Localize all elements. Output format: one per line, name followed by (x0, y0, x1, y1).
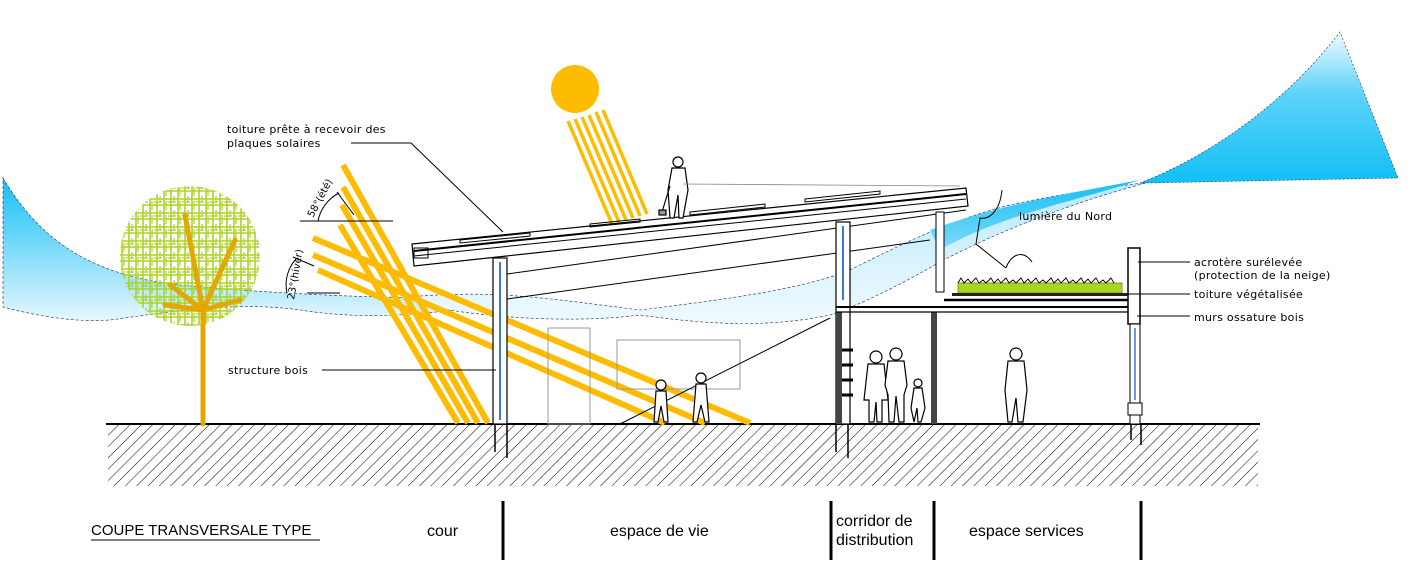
zone-corridor-line2: distribution (836, 532, 913, 549)
tree-trunk-branches (162, 212, 243, 427)
people (653, 156, 1028, 423)
building-section (411, 187, 1143, 458)
raised-parapet (1127, 247, 1141, 325)
ground (106, 423, 1260, 486)
airflow-north-band (930, 180, 1140, 250)
roof-solar-label-line2: plaques solaires (227, 137, 321, 150)
solar-panels (459, 190, 881, 244)
corridor-shelves (842, 348, 853, 397)
person-services (1004, 347, 1028, 423)
corridor-wall-left (836, 312, 842, 424)
airflow-right-peak (1139, 31, 1399, 184)
zone-cour: cour (427, 523, 459, 540)
zone-corridor-line1: corridor de (836, 513, 913, 530)
north-light-arrows (975, 189, 1033, 269)
winter-sun-rays (311, 235, 752, 426)
zone-legend: COUPE TRANSVERSALE TYPE cour espace de v… (91, 501, 1143, 560)
zone-services-space: espace services (969, 523, 1084, 540)
interior-window (616, 339, 741, 390)
structure-label: structure bois (228, 364, 308, 377)
person-woman (863, 350, 889, 423)
walls-label: murs ossature bois (1194, 311, 1304, 324)
interior-door (547, 327, 591, 425)
sun-disc (551, 65, 599, 113)
sun-rays-vertical (566, 109, 649, 225)
person-child-3 (910, 378, 926, 423)
corridor-wall-right (931, 312, 937, 424)
person-man (884, 347, 908, 423)
sun (551, 65, 649, 225)
roof-solar-label-line1: toiture prête à recevoir des (227, 123, 386, 136)
green-roof-label: toiture végétalisée (1194, 288, 1303, 301)
green-roof (952, 277, 1128, 296)
parapet-label-line1: acrotère surélevée (1194, 256, 1302, 269)
leader-lines (322, 142, 1190, 371)
zone-living-space: espace de vie (610, 523, 709, 540)
angle-markers (285, 191, 393, 294)
section-title: COUPE TRANSVERSALE TYPE (91, 522, 311, 539)
summer-sun-rays (337, 163, 491, 425)
person-child-2 (692, 372, 710, 423)
north-light-label: lumière du Nord (1019, 210, 1112, 223)
winter-angle-label: 23°(hiver) (286, 248, 306, 300)
person-child-1 (653, 379, 669, 423)
parapet-label-line2: (protection de la neige) (1194, 269, 1331, 282)
person-on-roof (658, 156, 961, 219)
tree (120, 186, 260, 427)
